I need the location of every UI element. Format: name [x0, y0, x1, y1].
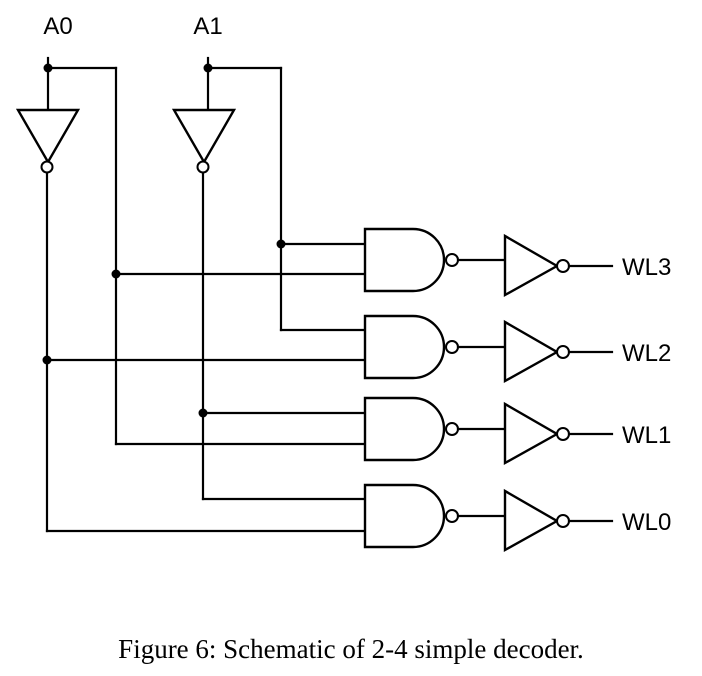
- nand-gate-wl0: [363, 483, 459, 549]
- output-label-wl2: WL2: [622, 340, 671, 367]
- nand-gate-wl3: [363, 227, 459, 293]
- junction-dot: [43, 63, 53, 73]
- output-label-wl3: WL3: [622, 254, 671, 281]
- input-label-a1: A1: [193, 13, 222, 40]
- nand-output-wires: [456, 258, 507, 518]
- output-inverter-wl2: [503, 319, 570, 384]
- nand-gate-wl1: [363, 396, 459, 462]
- output-inverter-wl3: [503, 233, 570, 298]
- word-line-wires: [567, 264, 614, 523]
- junction-dot: [111, 269, 121, 279]
- a1-input-wires: [206, 56, 283, 332]
- figure-caption: Figure 6: Schematic of 2-4 simple decode…: [118, 634, 584, 664]
- output-inverter-wl1: [503, 401, 570, 466]
- junction-dot: [42, 355, 52, 365]
- output-label-wl0: WL0: [622, 509, 671, 536]
- output-label-wl1: WL1: [622, 422, 671, 449]
- output-inverter-wl0: [503, 488, 570, 553]
- junction-dot: [198, 408, 208, 418]
- decoder-schematic: A0 A1: [15, 13, 671, 553]
- inverter-a0: [15, 108, 81, 174]
- junction-dot: [203, 63, 213, 73]
- nand-input-wires: [45, 242, 367, 533]
- inverter-a1: [171, 108, 237, 174]
- junction-dot: [276, 239, 286, 249]
- nand-gate-wl2: [363, 314, 459, 380]
- input-label-a0: A0: [43, 13, 72, 40]
